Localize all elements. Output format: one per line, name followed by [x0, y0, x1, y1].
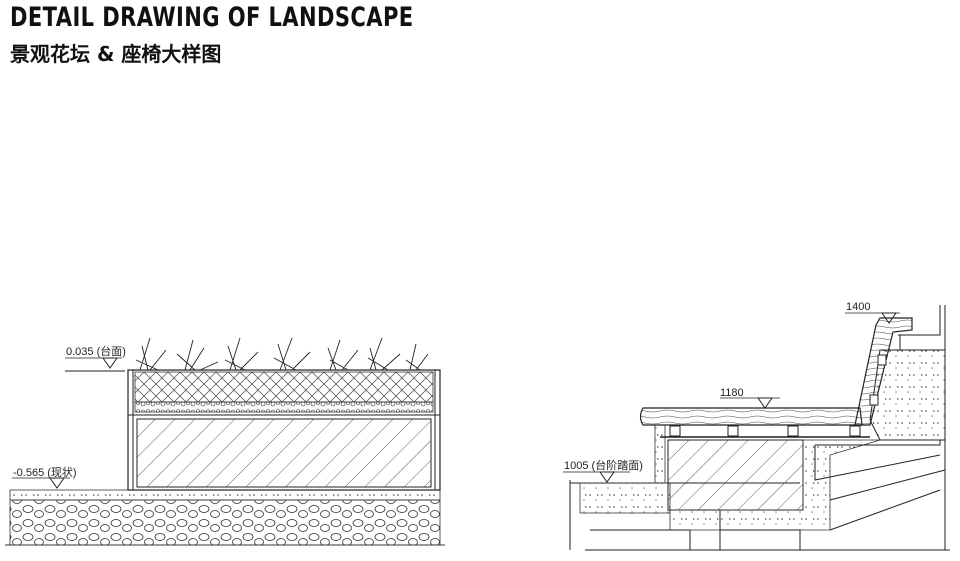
planter-section: 0.035 (台面) -0.565 (现状) [5, 337, 445, 546]
planter-top-elevation: 0.035 (台面) [66, 344, 126, 358]
bench-section: 1180 1400 1005 (台阶踏面) [563, 301, 950, 551]
seat-elevation: 1180 [720, 387, 744, 399]
page-subtitle: 景观花坛 & 座椅大样图 [10, 42, 222, 66]
step-elevation: 1005 (台阶踏面) [564, 458, 643, 472]
back-elevation: 1400 [846, 301, 870, 313]
plants [135, 337, 429, 371]
ground-elevation: -0.565 (现状) [13, 465, 77, 479]
page-title: DETAIL DRAWING OF LANDSCAPE [10, 2, 414, 33]
